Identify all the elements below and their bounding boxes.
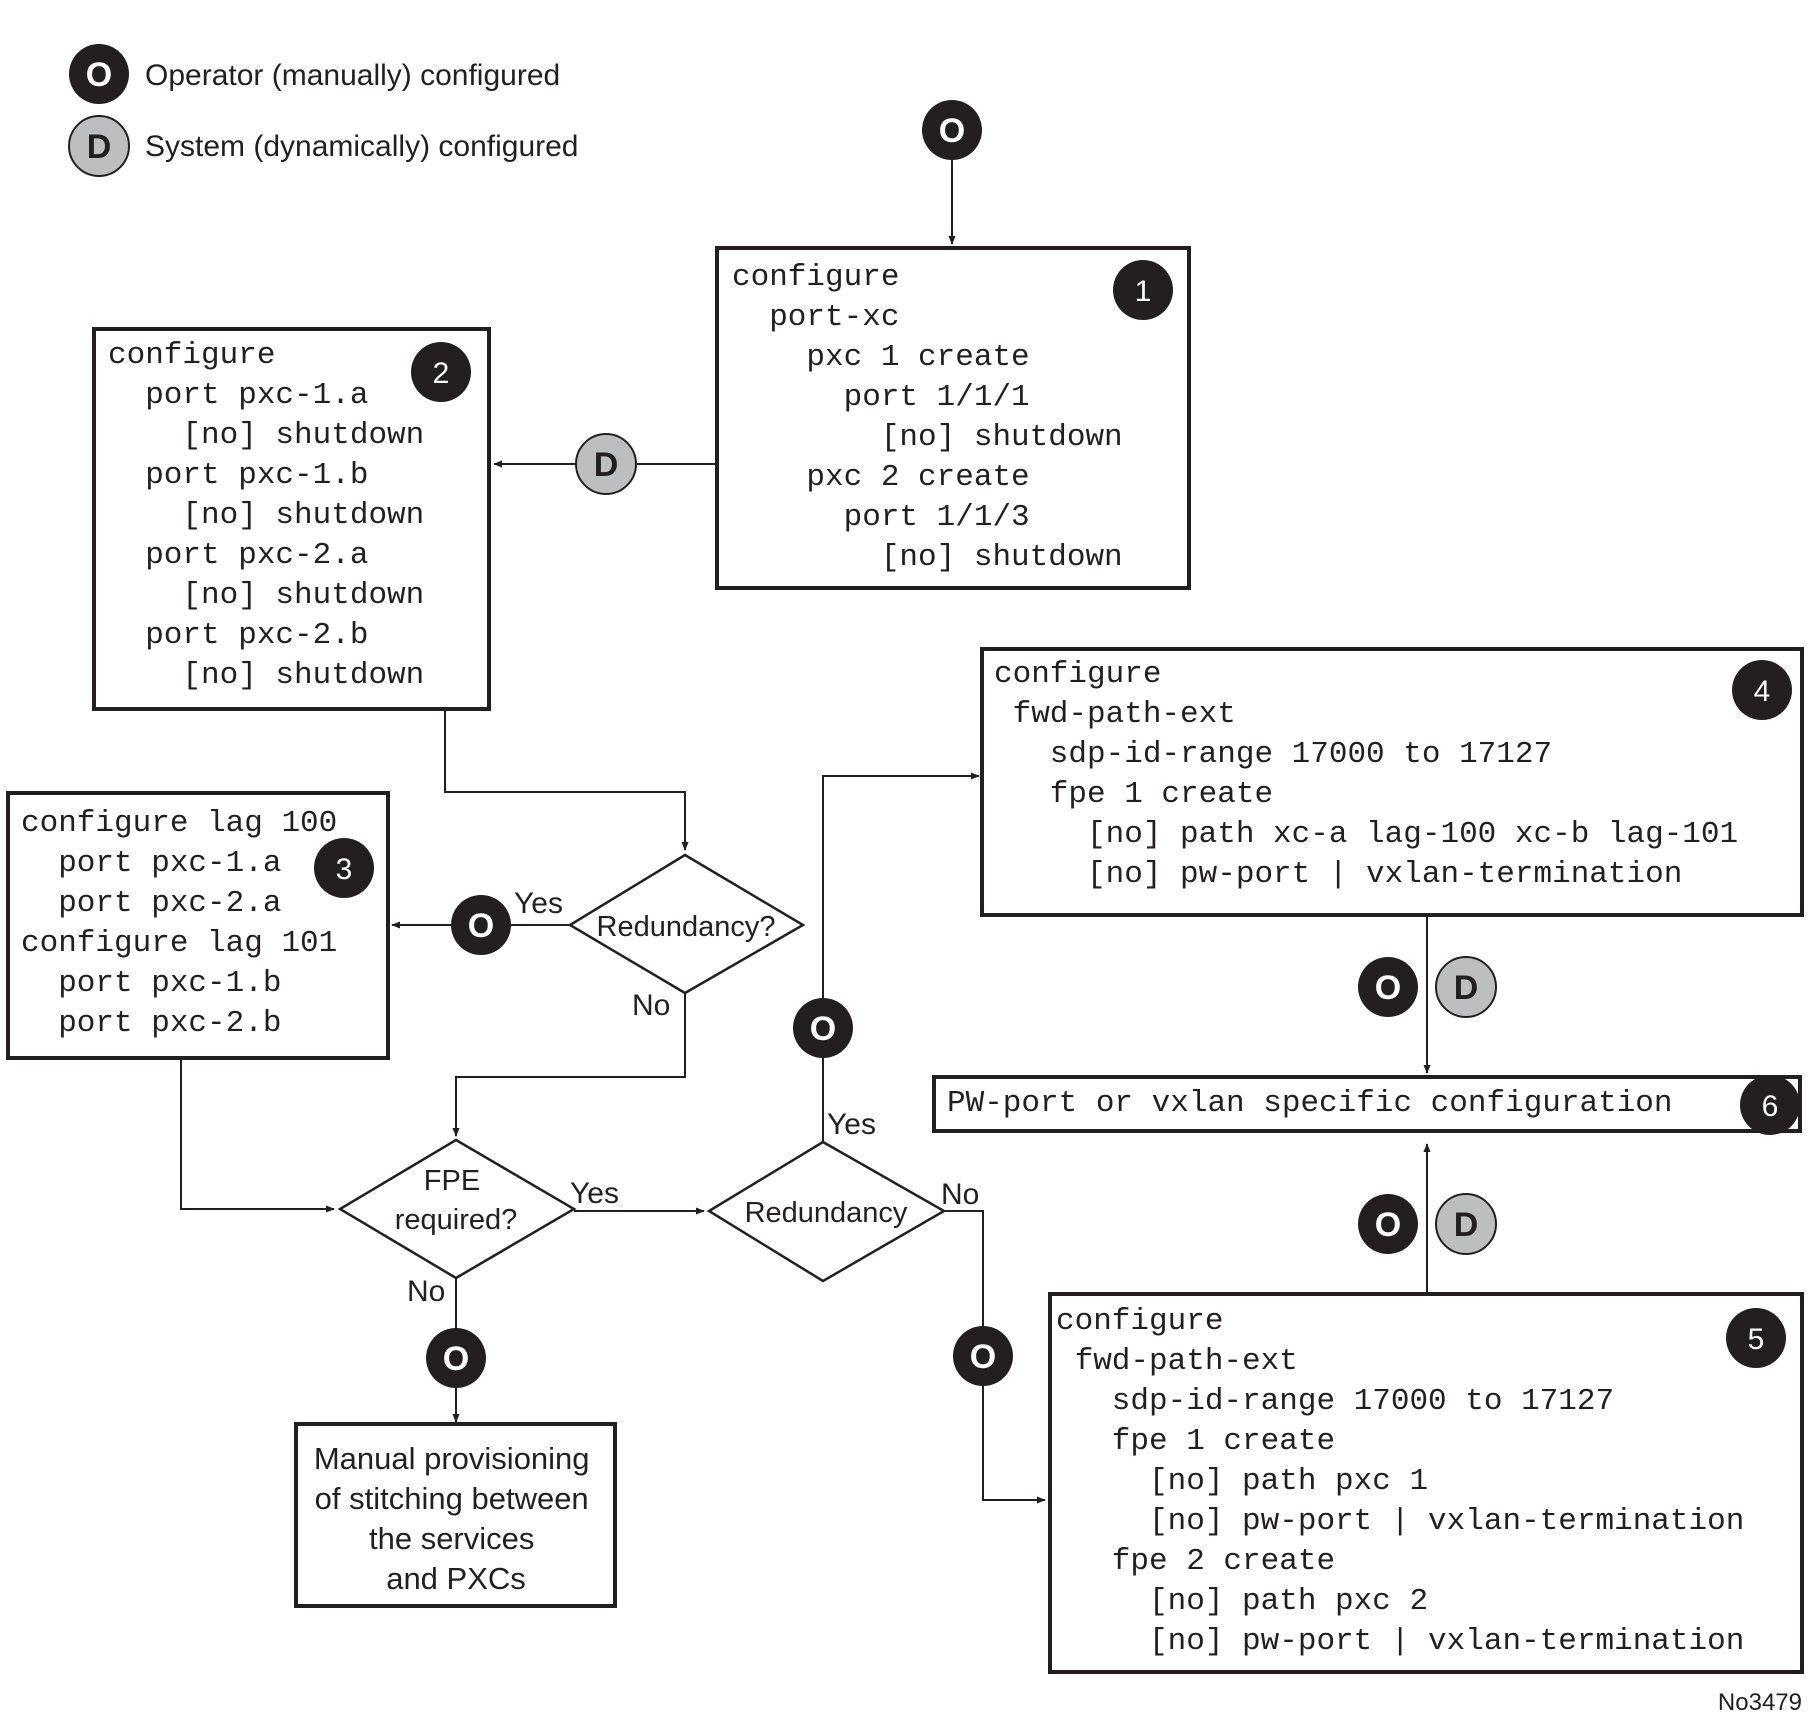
box3-step-number: 3 [336, 853, 353, 886]
svg-text:O: O [443, 1340, 469, 1378]
config-box-4: configure fwd-path-ext sdp-id-range 1700… [980, 647, 1804, 917]
figure-id: No3479 [1718, 1689, 1802, 1716]
redundancy-2-no-label: No [941, 1178, 979, 1211]
config-box-3: configure lag 100 port pxc-1.a port pxc-… [0, 0, 468, 1060]
config-box-5: configure fwd-path-ext sdp-id-range 1700… [1048, 1292, 1804, 1674]
decision-fpe-required: FPE required? [337, 1138, 577, 1280]
operator-marker-box5-box6 [1358, 1194, 1418, 1254]
box5-step-number: 5 [1748, 1323, 1765, 1356]
box1-step-number: 1 [1135, 275, 1152, 308]
box5-text: configure fwd-path-ext sdp-id-range 1700… [1056, 1304, 1744, 1659]
svg-text:D: D [1454, 969, 1479, 1007]
svg-text:O: O [939, 112, 965, 150]
manual-provisioning-box: Manual provisioning of stitching between… [294, 1422, 617, 1608]
legend-system-label: System (dynamically) configured [145, 130, 579, 163]
redundancy-1-yes-label: Yes [514, 887, 563, 920]
config-box-6: PW-port or vxlan specific configuration … [932, 1075, 1802, 1135]
redundancy-2-yes-label: Yes [827, 1108, 876, 1141]
box5-step-badge [1726, 1308, 1786, 1368]
svg-text:O: O [468, 907, 494, 945]
svg-text:O: O [970, 1338, 996, 1376]
svg-text:O: O [1375, 1206, 1401, 1244]
operator-marker-start [922, 100, 982, 160]
edge-redundancy1-no-to-fpe [452, 992, 686, 1137]
system-marker-box5-box6 [1435, 1193, 1497, 1255]
decision-redundancy-1: Redundancy? [567, 853, 806, 995]
box1-step-badge [1113, 260, 1173, 320]
fpe-no-label: No [407, 1275, 445, 1308]
operator-marker-redundancy2-no [953, 1326, 1013, 1386]
operator-marker-fpe-no [426, 1328, 486, 1388]
box2-step-badge [411, 342, 471, 402]
box4-text: configure fwd-path-ext sdp-id-range 1700… [994, 657, 1738, 892]
box6-step-badge [1740, 1075, 1800, 1135]
box3-text: configure lag 100 port pxc-1.a port pxc-… [0, 0, 468, 1041]
edge-box2-to-redundancy1 [444, 710, 689, 851]
box1-text: configure port-xc pxc 1 create port 1/1/… [0, 0, 1253, 575]
box2-text: configure port pxc-1.a [no] shutdown por… [0, 0, 555, 693]
legend: O Operator (manually) configured D Syste… [68, 44, 579, 177]
system-marker-box1-box2 [575, 433, 637, 495]
legend-system-icon [68, 115, 130, 177]
operator-marker-redundancy2-yes [793, 998, 853, 1058]
operator-marker-redundancy1-yes [451, 895, 511, 955]
box3-step-badge [314, 838, 374, 898]
legend-operator-symbol: O [86, 56, 112, 94]
box2-step-number: 2 [433, 357, 450, 390]
manual-provisioning-text: Manual provisioning of stitching between… [314, 1441, 598, 1596]
system-marker-box4-box6 [1435, 956, 1497, 1018]
svg-text:D: D [594, 446, 619, 484]
redundancy-1-no-label: No [632, 989, 670, 1022]
svg-text:O: O [1375, 969, 1401, 1007]
fpe-required-label: FPE required? [395, 1165, 518, 1236]
svg-text:O: O [810, 1010, 836, 1048]
box4-step-number: 4 [1754, 675, 1771, 708]
edge-box3-to-fpe [180, 1059, 335, 1213]
redundancy-2-label: Redundancy [745, 1197, 908, 1229]
box6-step-number: 6 [1762, 1090, 1779, 1123]
decision-redundancy-2: Redundancy [706, 1140, 947, 1283]
markers: O D O O O O O D O D [426, 100, 1497, 1388]
box4-step-badge [1732, 660, 1792, 720]
config-box-2: configure port pxc-1.a [no] shutdown por… [0, 0, 555, 711]
operator-marker-box4-box6 [1358, 957, 1418, 1017]
legend-operator-icon [69, 44, 129, 104]
config-box-1: configure port-xc pxc 1 create port 1/1/… [0, 0, 1253, 590]
svg-text:D: D [1454, 1206, 1479, 1244]
legend-system-symbol: D [87, 128, 112, 166]
fpe-yes-label: Yes [570, 1177, 619, 1210]
legend-operator-label: Operator (manually) configured [145, 59, 560, 92]
redundancy-1-label: Redundancy? [597, 911, 776, 943]
box6-text: PW-port or vxlan specific configuration [947, 1086, 1673, 1121]
edge-labels: Yes No Yes No Yes No [407, 887, 979, 1308]
